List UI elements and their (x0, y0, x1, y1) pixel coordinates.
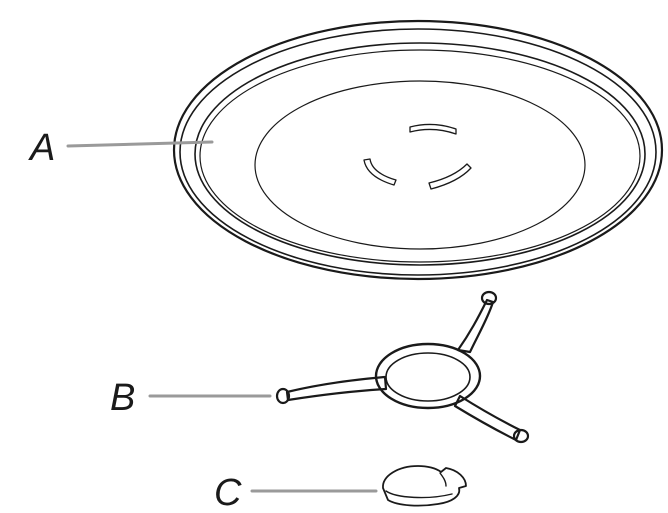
roller-ring-inner (385, 352, 471, 402)
tray-slot-left (363, 158, 397, 186)
tray-slot-right (428, 163, 472, 190)
leader-line-a (66, 140, 214, 148)
tray-outer-rim (172, 19, 664, 281)
tray-slot-top (409, 123, 457, 135)
coupler-body (382, 465, 467, 507)
callout-c: C (214, 472, 378, 513)
roller-ring-outer (374, 342, 482, 410)
roller-arm-right (453, 394, 522, 442)
roller-wheel-right (512, 428, 530, 444)
turntable-hub-coupler-icon (382, 465, 467, 507)
tray-outer-rim-inner-line (179, 28, 657, 276)
tray-inner-rim (194, 42, 646, 266)
roller-ring-support-icon (275, 290, 530, 444)
tray-inner-rim-line (199, 49, 641, 263)
coupler-edge (385, 490, 453, 499)
callout-b: B (110, 377, 272, 419)
callout-label-b: B (110, 377, 135, 419)
coupler-notch (439, 472, 447, 487)
tray-center-recess (254, 80, 586, 250)
roller-wheel-left (275, 387, 291, 405)
callout-label-c: C (214, 472, 242, 513)
callout-a: A (28, 127, 214, 169)
glass-turntable-tray-icon (172, 19, 664, 281)
roller-arm-top (456, 298, 495, 354)
callout-label-a: A (28, 127, 55, 169)
roller-arm-left (285, 375, 388, 402)
roller-wheel-top (480, 290, 498, 306)
